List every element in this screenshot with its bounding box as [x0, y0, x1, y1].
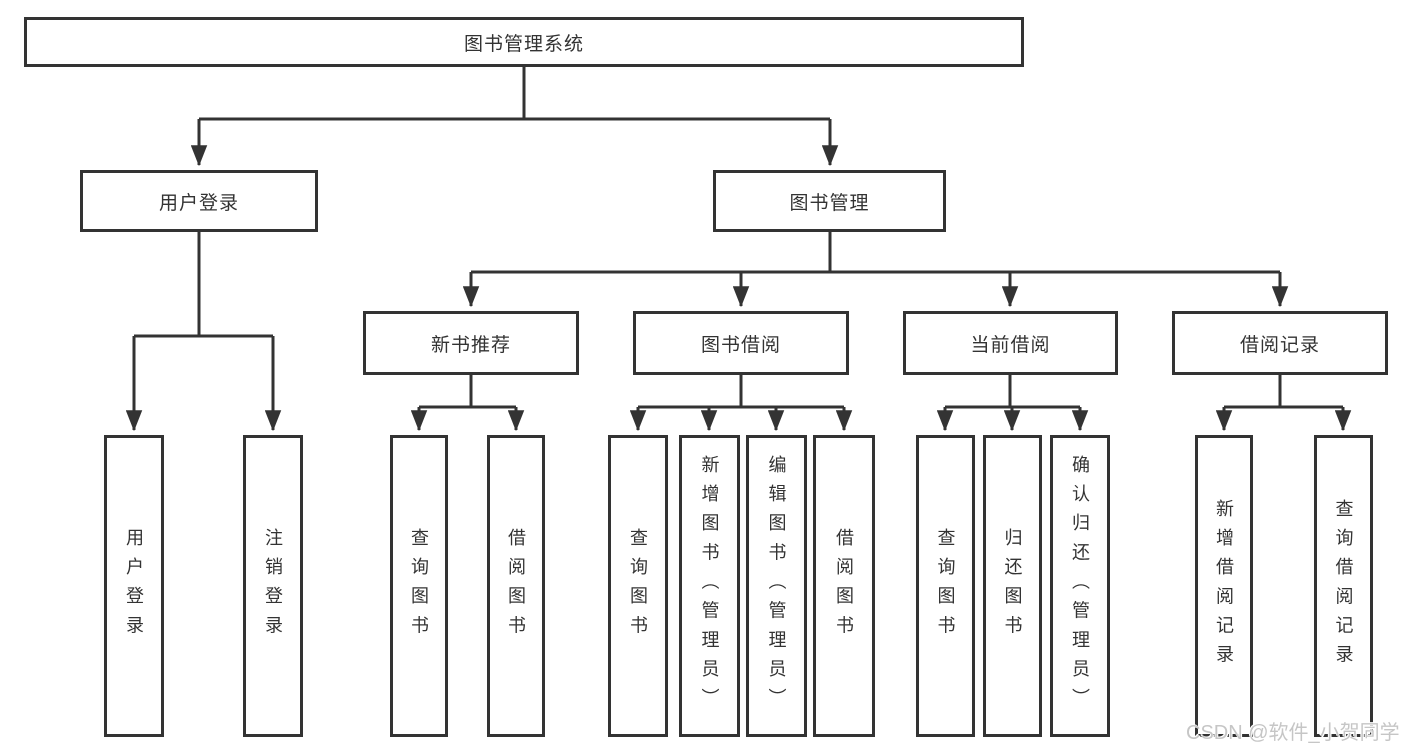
node-book-management-branch: 图书管理 — [713, 170, 946, 232]
leaf-label: 新增图书（管理员） — [699, 454, 720, 718]
leaf-query-books-current: 查询图书 — [916, 435, 975, 737]
leaf-return-books: 归还图书 — [983, 435, 1042, 737]
node-library-management-system: 图书管理系统 — [24, 17, 1024, 67]
leaf-add-borrow-record: 新增借阅记录 — [1195, 435, 1253, 737]
leaf-label: 注销登录 — [263, 527, 283, 645]
leaf-query-borrow-record: 查询借阅记录 — [1314, 435, 1373, 737]
leaf-query-books-recommend: 查询图书 — [390, 435, 448, 737]
node-label: 图书管理 — [789, 192, 870, 214]
node-label: 图书管理系统 — [463, 33, 584, 55]
node-label: 新书推荐 — [430, 334, 511, 356]
leaf-label: 归还图书 — [1002, 527, 1023, 645]
leaf-label: 查询图书 — [628, 527, 648, 645]
node-current-borrowing: 当前借阅 — [903, 311, 1118, 375]
node-label: 借阅记录 — [1239, 334, 1320, 356]
leaf-label: 查询借阅记录 — [1333, 498, 1354, 674]
csdn-watermark: CSDN @软件_小贺同学 — [1186, 722, 1400, 744]
leaf-label: 查询图书 — [409, 527, 429, 645]
node-label: 图书借阅 — [700, 334, 781, 356]
leaf-label: 借阅图书 — [506, 527, 526, 645]
leaf-user-login: 用户登录 — [104, 435, 164, 737]
leaf-label: 借阅图书 — [834, 527, 854, 645]
leaf-query-books-borrowing: 查询图书 — [608, 435, 668, 737]
leaf-label: 用户登录 — [124, 527, 144, 645]
leaf-logout: 注销登录 — [243, 435, 303, 737]
leaf-confirm-return-admin: 确认归还（管理员） — [1050, 435, 1110, 737]
leaf-label: 编辑图书（管理员） — [766, 454, 787, 718]
node-new-book-recommend: 新书推荐 — [363, 311, 579, 375]
leaf-label: 确认归还（管理员） — [1070, 454, 1090, 718]
leaf-add-books-admin: 新增图书（管理员） — [679, 435, 740, 737]
node-user-login-branch: 用户登录 — [80, 170, 318, 232]
leaf-borrow-books: 借阅图书 — [813, 435, 875, 737]
leaf-edit-books-admin: 编辑图书（管理员） — [746, 435, 807, 737]
leaf-borrow-books-recommend: 借阅图书 — [487, 435, 545, 737]
node-book-borrowing: 图书借阅 — [633, 311, 849, 375]
node-label: 当前借阅 — [970, 334, 1051, 356]
node-borrow-records: 借阅记录 — [1172, 311, 1388, 375]
leaf-label: 新增借阅记录 — [1214, 498, 1234, 674]
leaf-label: 查询图书 — [935, 527, 956, 645]
node-label: 用户登录 — [158, 192, 239, 214]
